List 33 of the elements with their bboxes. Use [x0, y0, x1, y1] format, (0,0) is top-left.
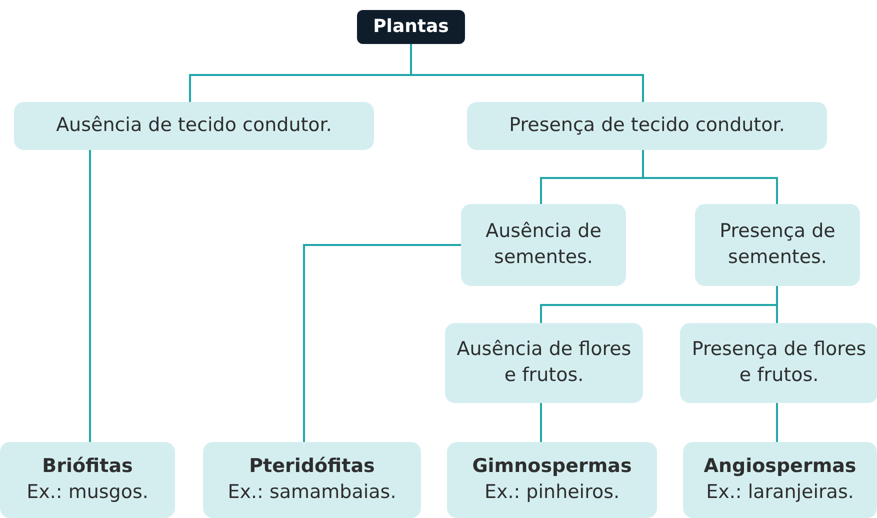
category-box — [445, 323, 643, 403]
category-text: Ausência de tecido condutor. — [56, 113, 332, 138]
category-box — [467, 102, 827, 150]
category-text: Ausência de flores e frutos. — [456, 337, 632, 388]
connector-line — [776, 286, 778, 323]
category-box — [447, 442, 657, 518]
category-box — [14, 102, 374, 150]
connector-line — [642, 150, 778, 204]
group-name: Angiospermas — [704, 454, 856, 480]
category-box — [0, 442, 175, 518]
connector-line — [410, 44, 644, 102]
category-box — [680, 323, 877, 403]
group-name: Pteridófitas — [249, 454, 375, 480]
root-label-box — [357, 10, 465, 44]
category-text: Presença de sementes. — [718, 219, 836, 270]
example-text: Ex.: laranjeiras. — [706, 480, 854, 505]
category-text: Presença de flores e frutos. — [690, 337, 868, 388]
connector-line — [303, 244, 461, 442]
connector-line — [89, 150, 91, 442]
category-box — [683, 442, 877, 518]
category-text: Plantas — [373, 14, 449, 39]
example-text: Ex.: pinheiros. — [484, 480, 620, 505]
category-box — [695, 204, 860, 286]
example-text: Ex.: musgos. — [26, 480, 148, 505]
group-name: Gimnospermas — [472, 454, 632, 480]
category-text: Presença de tecido condutor. — [509, 113, 785, 138]
category-box — [203, 442, 421, 518]
connector-line — [540, 403, 542, 442]
category-box — [461, 204, 626, 286]
group-name: Briófitas — [42, 454, 133, 480]
connector-line — [776, 403, 778, 442]
category-text: Ausência de sementes. — [484, 219, 602, 270]
example-text: Ex.: samambaias. — [228, 480, 396, 505]
